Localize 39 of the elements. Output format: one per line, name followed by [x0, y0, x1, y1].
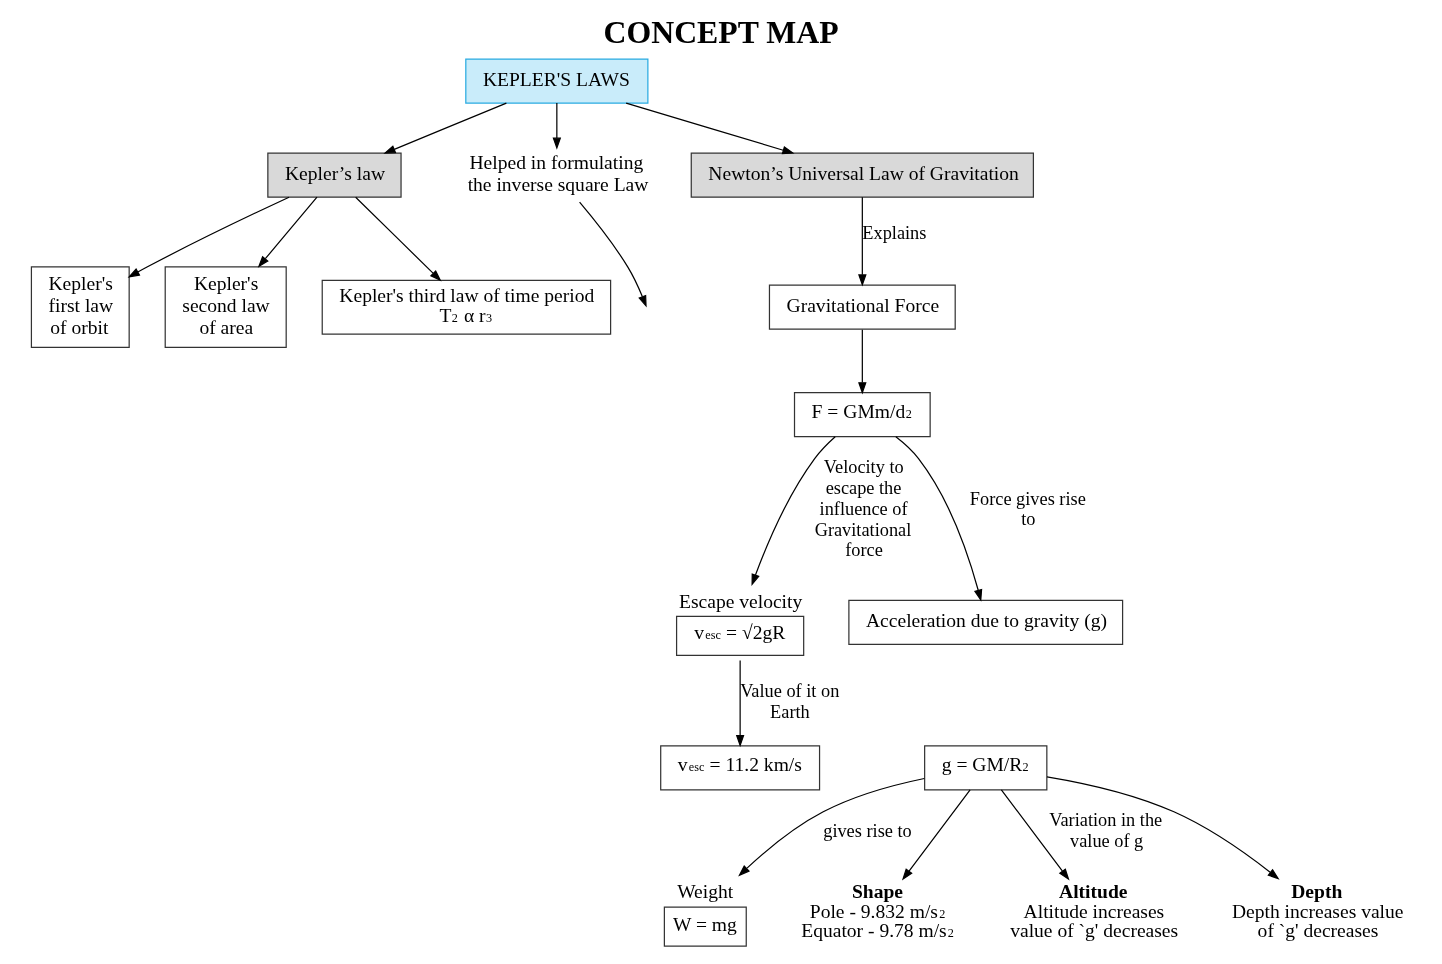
- arrow: [354, 196, 442, 282]
- node-label: Weight: [676, 880, 733, 902]
- arrow: [578, 201, 647, 308]
- arrow: [857, 196, 867, 287]
- edge-label: Force gives rise to: [969, 487, 1086, 529]
- diagram-title: CONCEPT MAP: [603, 14, 839, 50]
- node-box: Kepler's first law of orbit: [30, 265, 130, 348]
- node-text: Altitude Altitude increases value of `g' decreases: [1009, 880, 1178, 941]
- node-box: Newton’s Universal Law of Gravitation: [690, 152, 1034, 198]
- arrow: [735, 659, 744, 747]
- arrow: [127, 196, 290, 278]
- arrow: [382, 102, 507, 154]
- arrow: [1045, 775, 1280, 880]
- node-text: Shape Pole - 9.832 m/s2 Equator - 9.78 m/s2: [800, 880, 954, 941]
- arrow: [857, 328, 867, 394]
- arrow: [901, 788, 971, 880]
- node-text: Depth Depth increases value of `g' decreases: [1231, 880, 1403, 941]
- edge-label: Explains: [861, 222, 926, 243]
- arrow: [1000, 788, 1070, 880]
- arrow: [894, 435, 982, 602]
- edge-label: Variation in the value of g: [1048, 809, 1162, 851]
- edge-label: Velocity to escape the influence of Gravitational force: [814, 456, 911, 560]
- node-box: Kepler's second law of area: [164, 265, 287, 348]
- arrow: [257, 196, 318, 268]
- node-box: Kepler's third law of time period T2 α r3: [321, 279, 611, 335]
- arrow: [737, 777, 925, 877]
- node-label: Escape velocity: [678, 590, 802, 611]
- node-box: KEPLER'S LAWS: [464, 58, 648, 104]
- node-box: g = GM/R2: [923, 744, 1047, 790]
- edge-label: gives rise to: [822, 820, 912, 841]
- node-box: Kepler’s law: [266, 152, 402, 198]
- node-box: Acceleration due to gravity (g): [847, 599, 1123, 645]
- arrow: [625, 102, 795, 154]
- node-text: Helped in formulating the inverse square Law: [467, 151, 648, 195]
- node-box: Gravitational Force: [768, 284, 956, 330]
- arrow: [552, 102, 561, 150]
- node-box: vesc = 11.2 km/s: [659, 744, 820, 790]
- node-box: F = GMm/d2: [793, 391, 931, 437]
- arrow: [750, 435, 836, 586]
